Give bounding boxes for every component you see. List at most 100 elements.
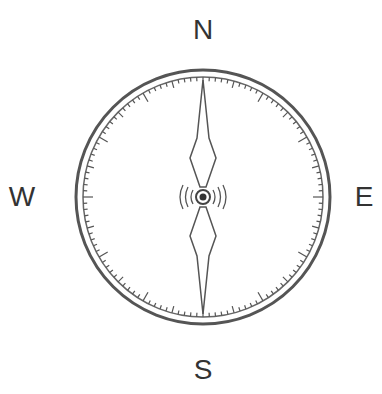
tick-mark — [166, 83, 167, 87]
tick-mark — [289, 275, 292, 278]
tick-mark — [196, 77, 197, 81]
tick-mark — [93, 148, 97, 150]
tick-mark — [318, 178, 322, 180]
tick-mark — [83, 190, 87, 191]
tick-mark — [293, 122, 296, 125]
tick-mark — [311, 154, 315, 155]
tick-mark — [154, 303, 156, 307]
tick-mark — [312, 226, 319, 228]
tick-mark — [276, 104, 279, 107]
tick-mark — [84, 184, 88, 186]
tick-mark — [209, 77, 210, 81]
tick-mark — [298, 137, 307, 142]
tick-mark — [133, 291, 135, 294]
direction-label: N — [193, 16, 213, 44]
tick-mark — [250, 87, 252, 91]
tick-mark — [298, 252, 307, 257]
tick-mark — [311, 239, 315, 240]
tick-mark — [227, 80, 229, 84]
direction-label: W — [9, 183, 35, 211]
tick-mark — [283, 277, 288, 282]
tick-mark — [266, 294, 268, 297]
tick-mark — [209, 313, 210, 317]
tick-mark — [154, 87, 156, 91]
tick-mark — [178, 311, 180, 315]
tick-mark — [215, 78, 217, 82]
tick-mark — [87, 166, 94, 168]
tick-mark — [160, 305, 161, 309]
tick-mark — [143, 292, 148, 301]
tick-mark — [118, 277, 123, 282]
tick-mark — [128, 104, 131, 107]
tick-mark — [190, 78, 192, 82]
tick-mark — [232, 81, 234, 88]
tick-mark — [86, 172, 90, 174]
tick-mark — [102, 132, 105, 134]
tick-mark — [227, 311, 229, 315]
tick-mark — [318, 209, 322, 211]
scale-ticks — [83, 77, 323, 317]
tick-mark — [215, 312, 217, 316]
tick-mark — [166, 307, 167, 311]
tick-mark — [91, 154, 95, 155]
tick-mark — [172, 81, 174, 88]
tick-mark — [99, 137, 108, 142]
tick-mark — [309, 244, 313, 246]
tick-mark — [184, 312, 186, 316]
tick-mark — [258, 93, 263, 102]
pivot-ring — [196, 190, 210, 204]
tick-mark — [114, 117, 117, 120]
tick-mark — [318, 215, 322, 217]
tick-mark — [300, 132, 303, 134]
tick-mark — [106, 127, 109, 129]
pivot-dot — [200, 194, 207, 201]
north-needle — [190, 80, 216, 187]
tick-mark — [271, 291, 273, 294]
inner-ring — [83, 77, 323, 317]
tick-mark — [281, 108, 284, 111]
tick-mark — [86, 221, 90, 223]
tick-mark — [319, 190, 323, 191]
tick-mark — [83, 196, 93, 197]
tick-mark — [172, 306, 174, 313]
tick-mark — [258, 292, 263, 301]
tick-mark — [318, 184, 322, 186]
tick-mark — [138, 96, 140, 99]
tick-mark — [232, 306, 234, 313]
tick-mark — [123, 283, 126, 286]
tick-mark — [306, 143, 310, 145]
tick-mark — [138, 294, 140, 297]
tick-mark — [245, 85, 246, 89]
tick-mark — [91, 239, 95, 240]
vibration-marks — [180, 185, 226, 209]
tick-mark — [221, 79, 223, 83]
tick-mark — [89, 160, 93, 161]
tick-mark — [110, 122, 113, 125]
tick-mark — [271, 100, 273, 103]
tick-mark — [118, 112, 123, 117]
tick-mark — [256, 90, 258, 94]
tick-mark — [83, 203, 87, 204]
tick-mark — [149, 90, 151, 94]
tick-mark — [160, 85, 161, 89]
tick-mark — [300, 260, 303, 262]
tick-mark — [87, 226, 94, 228]
south-needle — [190, 207, 216, 314]
tick-mark — [221, 312, 223, 316]
tick-mark — [123, 108, 126, 111]
tick-mark — [297, 127, 300, 129]
tick-mark — [190, 312, 192, 316]
tick-mark — [99, 252, 108, 257]
tick-mark — [281, 283, 284, 286]
tick-mark — [283, 112, 288, 117]
tick-mark — [317, 172, 321, 174]
tick-mark — [178, 80, 180, 84]
tick-mark — [196, 313, 197, 317]
tick-mark — [256, 300, 258, 304]
tick-mark — [106, 265, 109, 267]
tick-mark — [143, 93, 148, 102]
tick-mark — [313, 233, 317, 234]
tick-mark — [85, 215, 89, 217]
tick-mark — [85, 178, 89, 180]
